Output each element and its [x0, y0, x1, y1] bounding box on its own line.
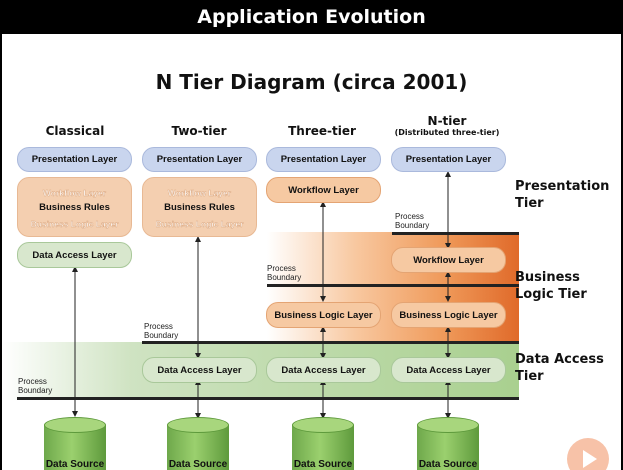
three-tier-data-source-label: Data Source	[293, 459, 353, 470]
classical-business-logic-layer-faded: Business Logic Layer	[30, 219, 119, 229]
n-tier-data-source: Data Source	[417, 417, 479, 470]
classical-business-rules: Business Rules	[39, 202, 110, 213]
boundary-line-business	[267, 284, 519, 287]
column-header-two-tier: Two-tier	[171, 124, 227, 138]
n-tier-presentation-layer: Presentation Layer	[391, 147, 506, 172]
diagram-canvas: N Tier Diagram (circa 2001) Classical Tw…	[2, 34, 621, 470]
play-icon	[583, 450, 597, 468]
two-tier-workflow-layer-faded: Workflow Layer	[167, 188, 232, 198]
presentation-tier-label: Presentation Tier	[515, 179, 610, 211]
column-header-three-tier: Three-tier	[288, 124, 356, 138]
two-tier-data-source: Data Source	[167, 417, 229, 470]
data-access-tier-label: Data Access Tier	[515, 352, 604, 384]
n-tier-data-access-layer: Data Access Layer	[391, 357, 506, 383]
boundary-line-data	[17, 397, 519, 400]
process-boundary-label-classical: Process Boundary	[18, 377, 53, 395]
two-tier-business-rules: Business Rules	[164, 202, 235, 213]
two-tier-presentation-layer: Presentation Layer	[142, 147, 257, 172]
classical-data-access-layer: Data Access Layer	[17, 242, 132, 268]
diagram-title: N Tier Diagram (circa 2001)	[155, 70, 468, 94]
business-logic-tier-label: Business Logic Tier	[515, 270, 587, 302]
n-tier-business-logic-layer: Business Logic Layer	[391, 302, 506, 328]
connector-arrows	[72, 171, 451, 419]
classical-presentation-layer: Presentation Layer	[17, 147, 132, 172]
slide-header: Application Evolution	[0, 0, 623, 34]
n-tier-data-source-label: Data Source	[418, 459, 478, 470]
process-boundary-label-two-tier: Process Boundary	[144, 322, 179, 340]
three-tier-presentation-layer: Presentation Layer	[266, 147, 381, 172]
play-button[interactable]	[567, 438, 609, 470]
classical-workflow-layer-faded: Workflow Layer	[42, 188, 107, 198]
three-tier-workflow-layer: Workflow Layer	[266, 177, 381, 203]
classical-business-rules-stack: Workflow Layer Business Rules Business L…	[17, 177, 132, 237]
two-tier-data-access-layer: Data Access Layer	[142, 357, 257, 383]
process-boundary-label-ntier: Process Boundary	[395, 212, 430, 230]
column-header-n-tier: N-tier	[427, 114, 467, 128]
two-tier-data-source-label: Data Source	[168, 459, 228, 470]
boundary-line-twotier	[142, 341, 519, 344]
three-tier-data-source: Data Source	[292, 417, 354, 470]
process-boundary-label-three-tier: Process Boundary	[267, 264, 302, 282]
column-subheader-n-tier: (Distributed three-tier)	[394, 128, 500, 137]
two-tier-business-logic-layer-faded: Business Logic Layer	[155, 219, 244, 229]
boundary-line-ntier	[392, 232, 519, 235]
three-tier-business-logic-layer: Business Logic Layer	[266, 302, 381, 328]
classical-data-source: Data Source	[44, 417, 106, 470]
classical-data-source-label: Data Source	[45, 459, 105, 470]
column-header-classical: Classical	[45, 124, 105, 138]
three-tier-data-access-layer: Data Access Layer	[266, 357, 381, 383]
n-tier-workflow-layer: Workflow Layer	[391, 247, 506, 273]
two-tier-business-rules-stack: Workflow Layer Business Rules Business L…	[142, 177, 257, 237]
